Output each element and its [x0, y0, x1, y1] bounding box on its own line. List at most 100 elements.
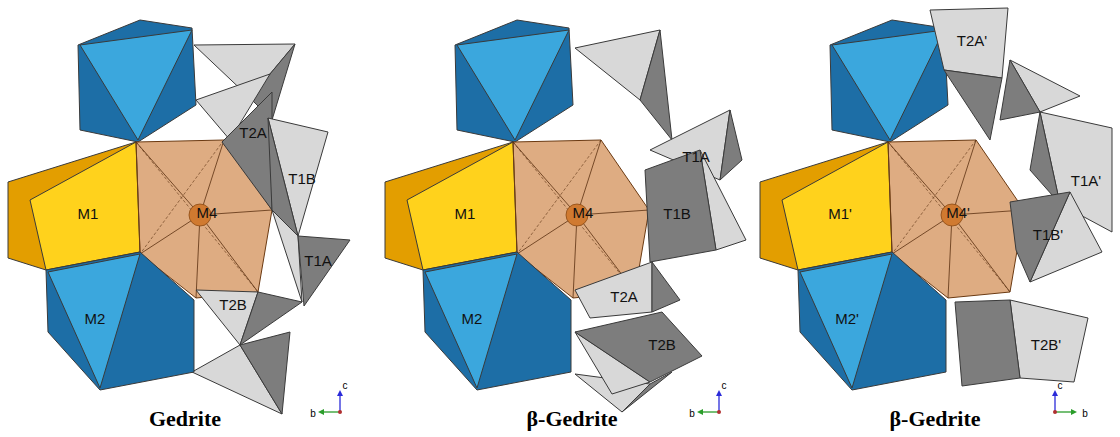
site-label: M1 [78, 206, 99, 221]
site-label: M2 [85, 311, 106, 326]
tetrahedron-site: T1A [272, 210, 350, 306]
polyhedron-face [645, 150, 716, 262]
polyhedron-face [1030, 112, 1060, 204]
tetrahedron-site: M2 [46, 252, 194, 390]
site-label: T2B [219, 297, 247, 312]
site-label: T1B [288, 171, 316, 186]
site-label: T2A' [957, 33, 987, 48]
polyhedron-face [48, 254, 140, 388]
polyhedron-outline [196, 290, 302, 345]
polyhedron-outline [575, 312, 702, 394]
polyhedron-face [888, 142, 952, 215]
axis-label: b [689, 409, 695, 419]
polyhedron-face [425, 254, 517, 388]
polyhedron-face [407, 142, 517, 270]
polyhedron-face [80, 30, 192, 140]
polyhedron-face [513, 142, 577, 215]
tetrahedron-site: T1B [645, 150, 746, 262]
axis-line [322, 411, 340, 412]
polyhedron-face [30, 142, 140, 270]
polyhedron-outline [760, 142, 892, 270]
polyhedron-face [955, 300, 1020, 386]
polyhedron-face [1000, 60, 1040, 120]
polyhedron-face [575, 262, 652, 318]
panel-caption: β-Gedrite [890, 408, 981, 430]
site-label: T1A [682, 149, 710, 164]
axis-label: b [1082, 409, 1088, 419]
axis-label: c [343, 381, 348, 391]
polyhedron-outline [385, 142, 517, 270]
axis-line [1054, 394, 1055, 412]
tetrahedron-site: M2' [798, 252, 946, 390]
axis-line [339, 394, 340, 412]
tetrahedron-site: T2B' [955, 300, 1088, 386]
background-polyhedra [78, 20, 1080, 414]
axis-arrowhead [697, 409, 703, 415]
axis-arrowhead [337, 390, 343, 396]
polyhedron-face [952, 215, 1010, 292]
polyhedron-outline [46, 252, 194, 390]
polyhedron-face [385, 142, 517, 270]
polyhedron-face [832, 30, 944, 140]
axis-origin [338, 410, 342, 414]
axis-label: c [1058, 381, 1063, 391]
tetrahedron-site: T2A [196, 74, 272, 210]
panel-caption: β-Gedrite [527, 408, 618, 430]
axis-arrowhead [318, 409, 324, 415]
polyhedron-face [782, 142, 892, 270]
polyhedron-face [240, 332, 290, 414]
tetrahedron-site: M1' [760, 142, 892, 270]
polyhedron-face [423, 252, 571, 390]
polyhedron-face [8, 142, 140, 270]
polyhedron-face [222, 92, 272, 210]
polyhedron-outline [8, 142, 140, 270]
axis-arrowhead [1052, 390, 1058, 396]
polyhedron-face [830, 20, 948, 142]
site-label: T1B' [1033, 227, 1063, 242]
site-label: M2 [462, 311, 483, 326]
axis-arrowhead [1071, 409, 1077, 415]
polyhedron-face [760, 142, 892, 270]
site-label: M4 [197, 205, 218, 220]
polyhedron-face [298, 236, 350, 306]
polyhedron-face [652, 262, 680, 312]
site-label: T2A [239, 125, 267, 140]
polyhedron-face [948, 215, 952, 298]
axis-origin [1053, 410, 1057, 414]
axis-line [701, 411, 719, 412]
site-label: M1 [455, 206, 476, 221]
tetrahedron-site: M1 [8, 142, 140, 270]
polyhedron-face [517, 140, 601, 254]
site-label: M1' [828, 206, 852, 221]
axis-label: b [310, 409, 316, 419]
polyhedron-face [78, 20, 196, 142]
polyhedron-face [240, 292, 302, 345]
polyhedron-face [720, 110, 742, 180]
polyhedron-face [1010, 300, 1088, 382]
polyhedron-outline [798, 252, 946, 390]
polyhedron-face [800, 254, 892, 388]
axis-line [718, 394, 719, 412]
site-label: M4 [573, 205, 594, 220]
site-label: T1A [304, 253, 332, 268]
polyhedron-face [640, 30, 672, 140]
site-label: T1A' [1071, 173, 1101, 188]
panel-caption: Gedrite [149, 408, 221, 430]
polyhedron-face [136, 142, 200, 215]
polyhedron-face [930, 8, 1008, 78]
polyhedron-face [140, 140, 224, 254]
polyhedron-face [573, 215, 577, 298]
tetrahedron-site: T1B' [1010, 192, 1102, 282]
polyhedron-face [944, 70, 1002, 140]
axis-indicator [318, 390, 343, 415]
polyhedron-face [196, 215, 200, 298]
tetrahedron-site: M2 [423, 252, 571, 390]
polyhedron-face [798, 252, 946, 390]
axis-arrowhead [716, 390, 722, 396]
polyhedron-outline [423, 252, 571, 390]
polyhedron-face [455, 20, 573, 142]
polyhedron-face [575, 312, 702, 382]
site-label: T2B' [1031, 337, 1061, 352]
axis-label: c [722, 381, 727, 391]
